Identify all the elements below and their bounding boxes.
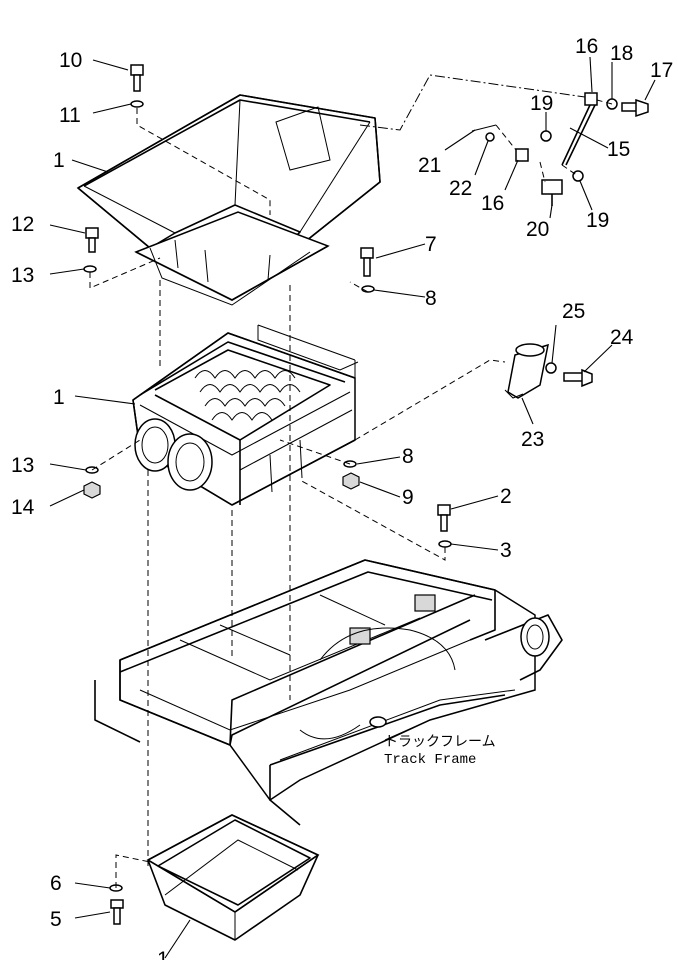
label-15: 15 — [607, 138, 630, 161]
label-2: 2 — [500, 485, 512, 508]
assembly-lines — [89, 74, 613, 888]
label-16-bottom: 16 — [481, 192, 504, 215]
label-18: 18 — [610, 42, 633, 65]
bolt-10-icon — [130, 64, 144, 108]
track-frame — [94, 559, 563, 826]
label-9: 9 — [402, 486, 414, 509]
label-10: 10 — [59, 49, 82, 72]
label-1-bottom: 1 — [157, 948, 169, 960]
label-8-bottom: 8 — [402, 445, 414, 468]
label-12: 12 — [11, 213, 34, 236]
label-3: 3 — [500, 539, 512, 562]
label-21: 21 — [418, 154, 441, 177]
track-frame-callout: トラックフレーム Track Frame — [384, 734, 496, 768]
label-20: 20 — [526, 218, 549, 241]
label-17: 17 — [650, 59, 673, 82]
track-frame-label-en: Track Frame — [384, 752, 476, 768]
bolt-5-icon — [110, 899, 124, 925]
label-23: 23 — [521, 428, 544, 451]
bolt-12-icon — [83, 227, 99, 273]
part-number-labels: 10 11 1 12 13 7 8 1 13 14 8 9 2 3 6 5 1 … — [11, 35, 673, 960]
track-frame-label-jp: トラックフレーム — [384, 734, 496, 751]
label-24: 24 — [610, 326, 634, 349]
crusher-unit — [132, 324, 359, 506]
bolt-2-icon — [437, 504, 452, 548]
label-5: 5 — [50, 908, 62, 931]
label-19-top: 19 — [530, 92, 553, 115]
label-7: 7 — [425, 233, 437, 256]
label-6: 6 — [50, 872, 62, 895]
bottom-tray — [146, 814, 320, 941]
pin-assembly — [504, 343, 593, 399]
label-1-middle: 1 — [53, 386, 65, 409]
nut-9-icon — [342, 472, 360, 490]
label-1-top: 1 — [53, 149, 65, 172]
label-16-top: 16 — [575, 35, 598, 58]
label-13-bottom: 13 — [11, 454, 34, 477]
label-14: 14 — [11, 496, 35, 519]
label-11: 11 — [59, 104, 81, 127]
leader-lines — [49, 56, 656, 959]
bolt-7-icon — [360, 247, 375, 293]
label-8-top: 8 — [425, 287, 437, 310]
label-19-bottom: 19 — [586, 209, 609, 232]
nut-14-icon — [83, 481, 101, 499]
label-25: 25 — [562, 300, 585, 323]
label-22: 22 — [449, 177, 472, 200]
label-13-top: 13 — [11, 264, 34, 287]
top-hopper — [76, 94, 381, 306]
